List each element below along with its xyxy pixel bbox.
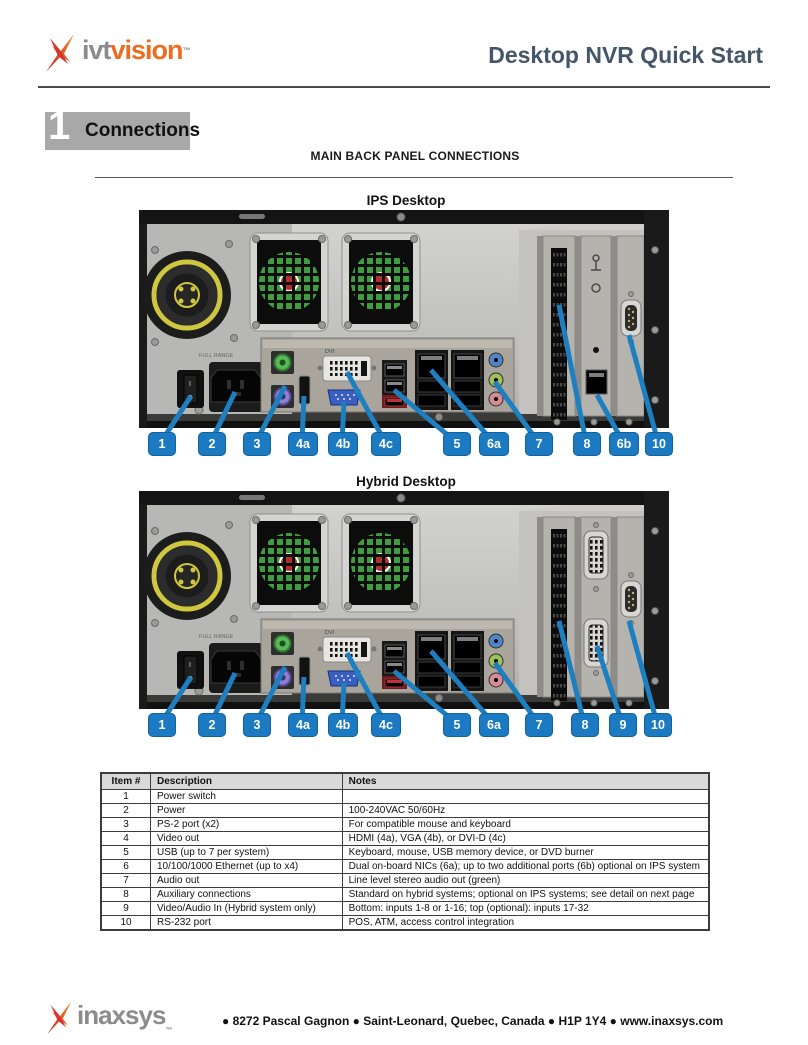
logo-x-icon bbox=[46, 34, 74, 72]
full-range-label: FULL RANGE bbox=[199, 634, 234, 640]
callout-7: 7 bbox=[525, 432, 553, 456]
item-desc: Power bbox=[150, 803, 343, 818]
callout-10: 10 bbox=[645, 432, 673, 456]
logo-ivt-text: ivt bbox=[82, 35, 111, 65]
col-item: Item # bbox=[100, 772, 151, 790]
item-num: 1 bbox=[100, 789, 151, 804]
ips-back-panel-photo: DVI FULL RANGE bbox=[139, 210, 673, 444]
callout-1: 1 bbox=[148, 713, 176, 737]
callout-3: 3 bbox=[243, 713, 271, 737]
callout-4c: 4c bbox=[371, 432, 401, 456]
callout-8: 8 bbox=[573, 432, 601, 456]
callout-5: 5 bbox=[443, 432, 471, 456]
callout-4b: 4b bbox=[328, 432, 358, 456]
callout-4a: 4a bbox=[288, 432, 318, 456]
callout-6a: 6a bbox=[479, 713, 509, 737]
callout-8: 8 bbox=[571, 713, 599, 737]
video-audio-in-connectors bbox=[583, 522, 609, 676]
item-desc: Auxiliary connections bbox=[150, 887, 343, 902]
item-num: 8 bbox=[100, 887, 151, 902]
item-desc: 10/100/1000 Ethernet (up to x4) bbox=[150, 859, 343, 874]
item-num: 9 bbox=[100, 901, 151, 916]
item-num: 10 bbox=[100, 915, 151, 931]
logo-vision-text: vision bbox=[110, 35, 184, 65]
item-desc: USB (up to 7 per system) bbox=[150, 845, 343, 860]
col-notes: Notes bbox=[341, 772, 710, 790]
ips-desktop-heading: IPS Desktop bbox=[366, 193, 446, 208]
footer-name: inaxsys bbox=[77, 1000, 166, 1030]
footer-wordmark: inaxsys™ bbox=[77, 1000, 172, 1034]
item-notes: For compatible mouse and keyboard bbox=[341, 817, 710, 832]
item-desc: Video/Audio In (Hybrid system only) bbox=[150, 901, 343, 916]
item-desc: PS-2 port (x2) bbox=[150, 817, 343, 832]
hybrid-back-panel-photo: DVI FULL RANGE bbox=[139, 491, 673, 725]
item-num: 5 bbox=[100, 845, 151, 860]
ivtvision-logo: ivtvision™ bbox=[44, 30, 191, 74]
callout-4c: 4c bbox=[371, 713, 401, 737]
hybrid-desktop-heading: Hybrid Desktop bbox=[356, 474, 456, 489]
item-notes: HDMI (4a), VGA (4b), or DVI-D (4c) bbox=[341, 831, 710, 846]
callout-6a: 6a bbox=[479, 432, 509, 456]
item-num: 7 bbox=[100, 873, 151, 888]
table-header-row: Item # Description Notes bbox=[100, 772, 710, 790]
callout-2: 2 bbox=[198, 713, 226, 737]
ips-back-panel-figure: DVI FULL RANGE 1 2 3 4a 4b 4c 5 bbox=[139, 210, 673, 458]
callout-5: 5 bbox=[443, 713, 471, 737]
logo-tm: ™ bbox=[182, 46, 191, 55]
heading-rule bbox=[95, 177, 733, 178]
callout-4b: 4b bbox=[328, 713, 358, 737]
col-description: Description bbox=[150, 772, 343, 790]
footer-address: ● 8272 Pascal Gagnon ● Saint-Leonard, Qu… bbox=[222, 1014, 724, 1028]
section-title: Connections bbox=[85, 120, 201, 141]
item-notes: Dual on-board NICs (6a); up to two addit… bbox=[341, 859, 710, 874]
main-back-panel-heading: MAIN BACK PANEL CONNECTIONS bbox=[310, 149, 520, 163]
item-notes bbox=[341, 789, 710, 804]
callout-9: 9 bbox=[609, 713, 637, 737]
item-desc: Audio out bbox=[150, 873, 343, 888]
item-notes: Bottom: inputs 1-8 or 1-16; top (optiona… bbox=[341, 901, 710, 916]
footer-x-icon bbox=[47, 1001, 72, 1035]
header-rule bbox=[38, 86, 770, 88]
section-connections: 1 Connections bbox=[45, 104, 200, 150]
item-num: 4 bbox=[100, 831, 151, 846]
inaxsys-logo: inaxsys™ bbox=[45, 998, 172, 1036]
footer-tm: ™ bbox=[165, 1027, 172, 1034]
callout-10: 10 bbox=[644, 713, 672, 737]
hybrid-back-panel-figure: DVI FULL RANGE 1 2 3 4a 4b 4c 5 6a bbox=[139, 491, 673, 739]
section-number: 1 bbox=[48, 104, 71, 148]
item-desc: RS-232 port bbox=[150, 915, 343, 931]
callout-2: 2 bbox=[198, 432, 226, 456]
item-num: 3 bbox=[100, 817, 151, 832]
full-range-label: FULL RANGE bbox=[199, 353, 234, 359]
callout-1: 1 bbox=[148, 432, 176, 456]
callout-4a: 4a bbox=[288, 713, 318, 737]
logo-wordmark: ivtvision™ bbox=[82, 30, 191, 71]
callout-7: 7 bbox=[525, 713, 553, 737]
item-desc: Power switch bbox=[150, 789, 343, 804]
item-num: 6 bbox=[100, 859, 151, 874]
callout-6b: 6b bbox=[609, 432, 639, 456]
callout-3: 3 bbox=[243, 432, 271, 456]
item-desc: Video out bbox=[150, 831, 343, 846]
dvi-label: DVI bbox=[325, 630, 335, 636]
item-num: 2 bbox=[100, 803, 151, 818]
page-title: Desktop NVR Quick Start bbox=[488, 42, 763, 68]
item-notes: 100-240VAC 50/60Hz bbox=[341, 803, 710, 818]
item-notes: Keyboard, mouse, USB memory device, or D… bbox=[341, 845, 710, 860]
item-notes: Line level stereo audio out (green) bbox=[341, 873, 710, 888]
item-notes: Standard on hybrid systems; optional on … bbox=[341, 887, 710, 902]
dvi-label: DVI bbox=[325, 349, 335, 355]
item-notes: POS, ATM, access control integration bbox=[341, 915, 710, 931]
